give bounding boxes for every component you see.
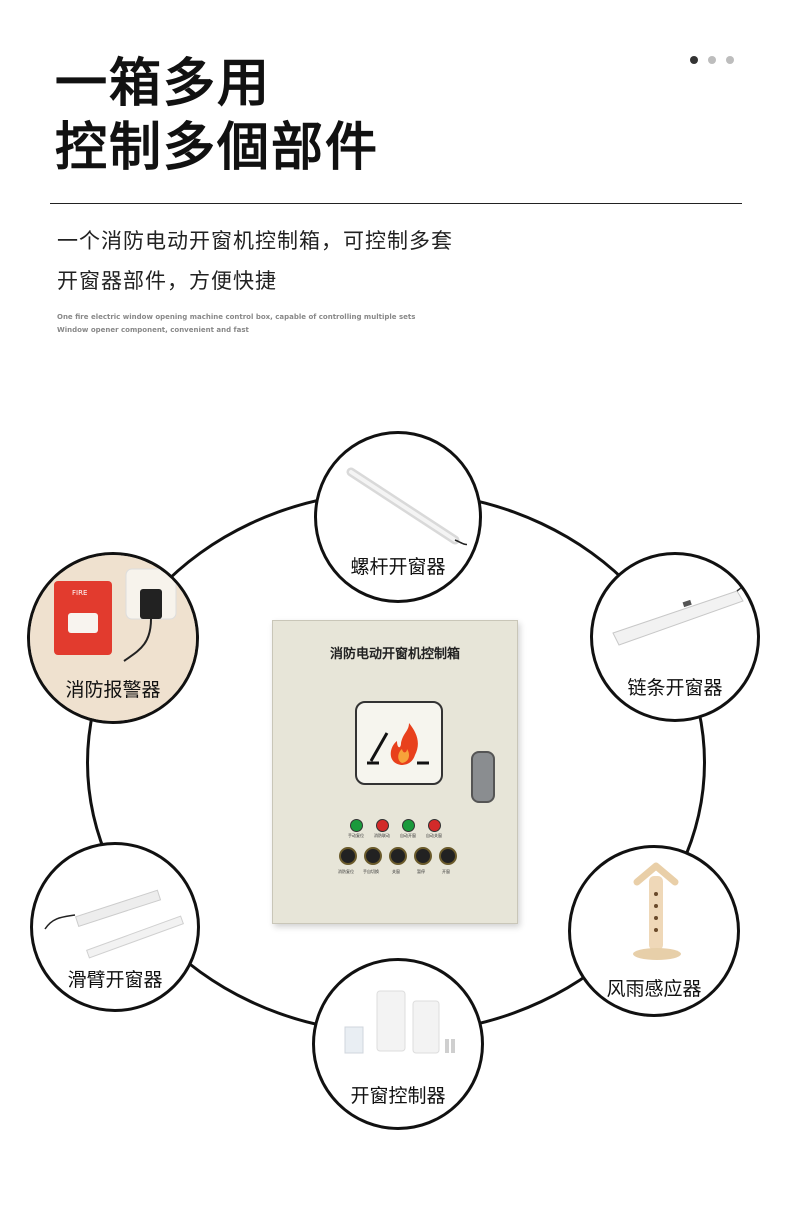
fire-window-panel <box>355 701 443 785</box>
node-label-right-top: 链条开窗器 <box>627 677 723 699</box>
lamp-3 <box>402 819 415 832</box>
button-label-5: 开窗 <box>442 869 450 874</box>
carousel-dot-1[interactable] <box>690 56 698 64</box>
node-sliding-arm-opener[interactable]: 滑臂开窗器 <box>30 842 200 1012</box>
english-line1: One fire electric window opening machine… <box>57 313 416 321</box>
headline-line2: 控制多個部件 <box>55 118 380 178</box>
english-line2: Window opener component, convenient and … <box>57 326 249 334</box>
node-label-right-bottom: 风雨感应器 <box>606 978 702 1000</box>
knob-3 <box>389 847 407 865</box>
wind-rain-sensor-image <box>633 862 681 960</box>
chain-opener-image <box>612 574 750 646</box>
divider <box>50 203 742 204</box>
screw-opener-image <box>346 467 467 546</box>
subtitle-line1: 一个消防电动开窗机控制箱，可控制多套 <box>57 229 453 253</box>
lamp-4 <box>428 819 441 832</box>
node-window-controller[interactable]: 开窗控制器 <box>312 958 484 1130</box>
svg-text:FIRE: FIRE <box>72 589 87 597</box>
button-label-3: 关窗 <box>392 869 400 874</box>
knob-1 <box>339 847 357 865</box>
node-screw-opener[interactable]: 螺杆开窗器 <box>314 431 482 603</box>
lamp-1 <box>350 819 363 832</box>
knob-5 <box>439 847 457 865</box>
lamp-label-3: 自动开窗 <box>400 833 416 838</box>
control-box-title: 消防电动开窗机控制箱 <box>329 647 460 662</box>
node-fire-alarm[interactable]: FIRE 消防报警器 <box>27 552 199 724</box>
subtitle-line2: 开窗器部件，方便快捷 <box>57 269 277 293</box>
node-label-bottom: 开窗控制器 <box>350 1085 446 1107</box>
node-label-top: 螺杆开窗器 <box>350 556 446 578</box>
knob-2 <box>364 847 382 865</box>
node-chain-opener[interactable]: 链条开窗器 <box>590 552 760 722</box>
fire-window-icon <box>367 723 429 765</box>
fire-alarm-image: FIRE <box>30 555 196 721</box>
lamp-label-1: 手动复位 <box>348 833 364 838</box>
sliding-arm-opener-image <box>44 889 184 959</box>
button-label-1: 消防复位 <box>338 869 354 874</box>
carousel-dot-2[interactable] <box>708 56 716 64</box>
door-handle <box>471 751 495 803</box>
node-label-left-top: 消防报警器 <box>65 679 161 701</box>
lamp-label-2: 消防联动 <box>374 833 390 838</box>
button-label-2: 手自切换 <box>363 869 379 874</box>
node-label-left-bottom: 滑臂开窗器 <box>67 969 163 991</box>
window-controller-image <box>344 990 455 1054</box>
node-wind-rain-sensor[interactable]: 风雨感应器 <box>568 845 740 1017</box>
control-box-image: 消防电动开窗机控制箱 手动复位 消防联动 自动开窗 自动关窗 消防复位 手自切换… <box>272 620 518 924</box>
knob-4 <box>414 847 432 865</box>
carousel-dots[interactable] <box>690 56 734 64</box>
carousel-dot-3[interactable] <box>726 56 734 64</box>
headline-line1: 一箱多用 <box>55 54 272 114</box>
lamp-2 <box>376 819 389 832</box>
button-label-4: 暂停 <box>417 869 425 874</box>
lamp-label-4: 自动关窗 <box>426 833 442 838</box>
